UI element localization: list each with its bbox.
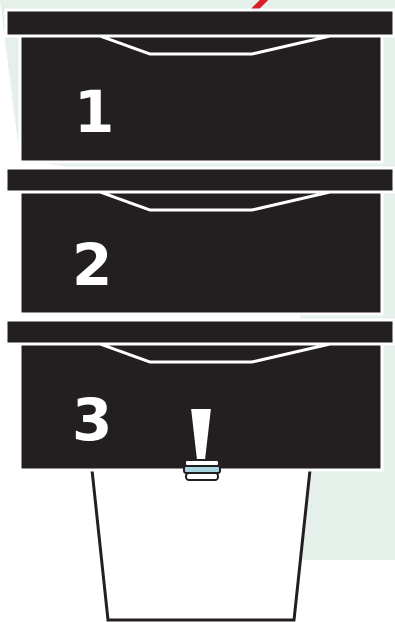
tier-2: 2 [6,168,394,314]
tier-3-lid [6,320,394,344]
tier-3-number: 3 [72,386,112,454]
tier-2-number: 2 [72,231,112,299]
collector-container [92,470,310,620]
tier-1-number: 1 [74,78,114,146]
tier-2-lid [6,168,394,192]
spout-band [184,466,220,473]
tier-1-lid [6,10,394,36]
tier-1: 1 [6,10,394,162]
spout-ring-bottom [186,473,218,480]
